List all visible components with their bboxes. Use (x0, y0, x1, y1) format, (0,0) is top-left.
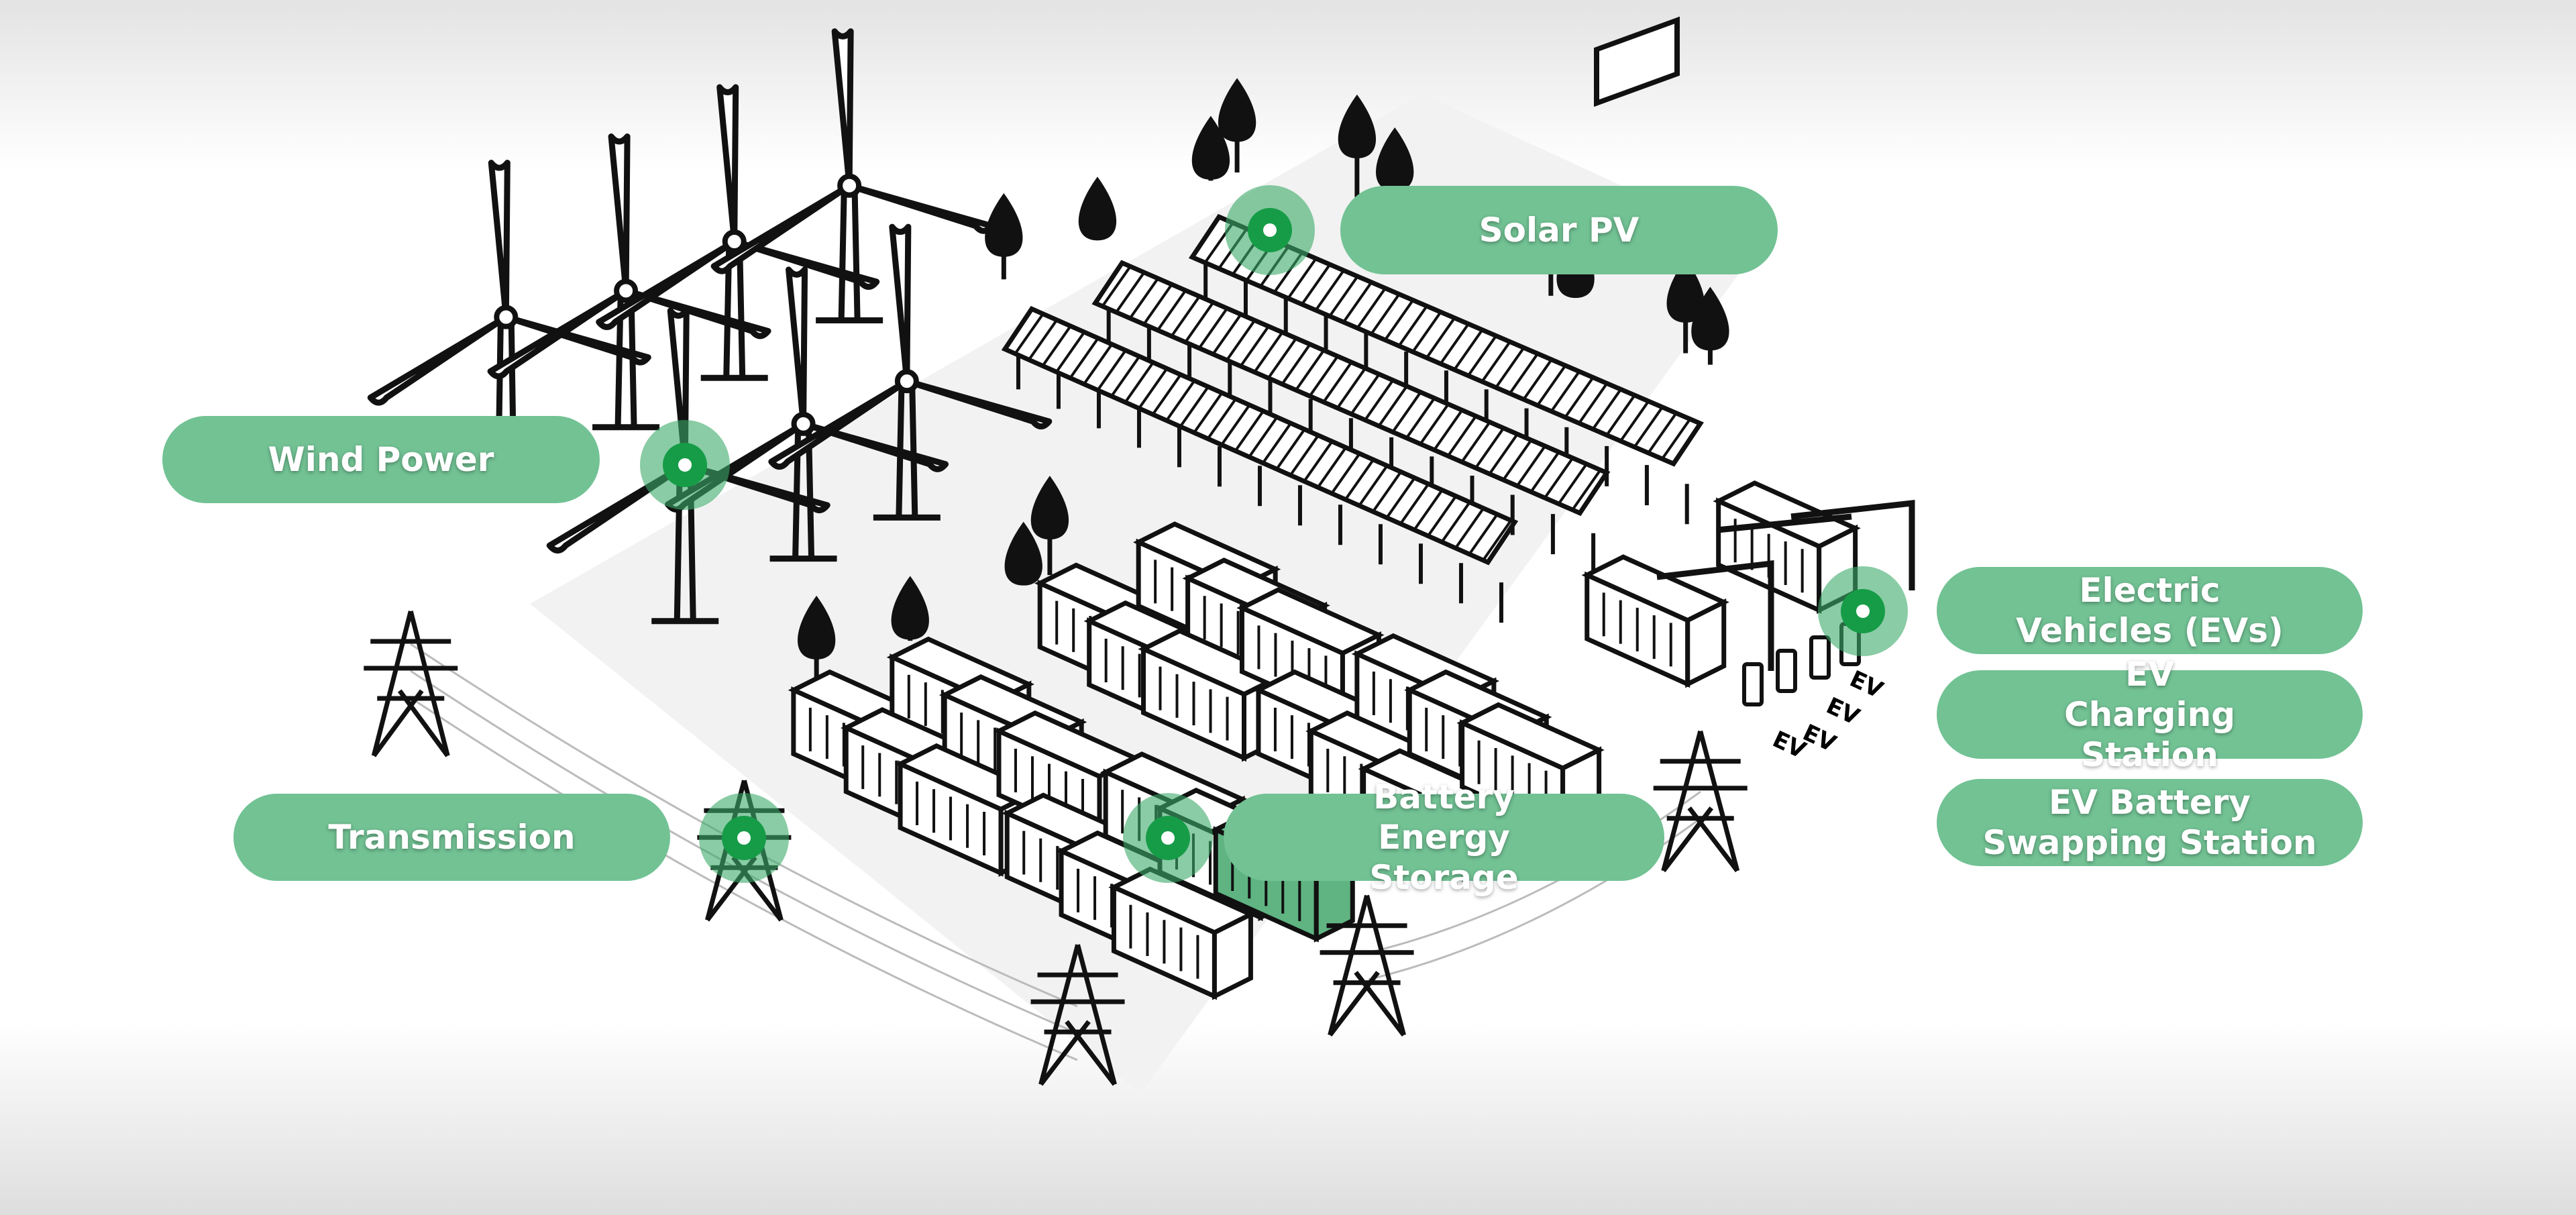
tree-crown (1078, 176, 1117, 241)
tree (1030, 476, 1069, 576)
turbine-hub (837, 173, 862, 198)
battery-container (1108, 866, 1256, 1000)
tree-crown (1376, 127, 1414, 191)
charger-mark: EV (1822, 692, 1864, 731)
tree-crown (1666, 258, 1705, 323)
turbine-blade (831, 28, 854, 189)
hotspot-ev[interactable] (1818, 566, 1908, 656)
transmission-tower (1653, 730, 1748, 873)
tree-crown (891, 576, 929, 640)
label-transmission[interactable]: Transmission (233, 794, 670, 881)
turbine-hub (614, 278, 639, 303)
battery-container (1581, 554, 1729, 688)
wind-turbine (487, 133, 771, 431)
solar-row (1001, 306, 1519, 623)
turbine-blade (768, 378, 910, 470)
tree (1191, 115, 1230, 181)
tree (1004, 521, 1042, 586)
turbine-blade (367, 314, 509, 406)
transmission-tower (1320, 894, 1414, 1037)
charger (1742, 662, 1764, 706)
turbine-blade (889, 223, 912, 384)
tower-frame (364, 611, 458, 757)
tree-crown (1030, 476, 1069, 540)
solar-panel (1001, 306, 1519, 566)
solar-panel (1188, 213, 1704, 467)
container-end (1212, 910, 1253, 1000)
tree-crown (1338, 94, 1377, 158)
hotspot-transmission[interactable] (699, 793, 789, 883)
tree (891, 576, 929, 641)
turbine-blade (904, 378, 1053, 430)
turbine-hub (894, 369, 919, 394)
tower-frame (1320, 894, 1414, 1037)
tower-frame (1030, 944, 1125, 1086)
tree-crown (1191, 115, 1230, 180)
turbine-blade (487, 287, 629, 380)
label-electric-vehicles[interactable]: Electric Vehicles (EVs) (1937, 567, 2363, 654)
turbine-blade (716, 84, 739, 245)
turbine-tower (873, 388, 941, 521)
wind-turbine (596, 84, 880, 381)
tower-frame (1653, 730, 1748, 873)
turbine-blade (488, 160, 511, 321)
turbine-blade (800, 421, 949, 472)
turbine-blade (846, 182, 995, 234)
solar-panel (1091, 260, 1611, 517)
tree-crown (1691, 286, 1729, 351)
canopy (1656, 499, 1915, 671)
tree-crown (797, 595, 836, 659)
tree (797, 595, 836, 679)
tree-crown (985, 193, 1023, 257)
tree (1666, 258, 1705, 354)
tree-crown (1004, 521, 1042, 586)
tree (985, 193, 1023, 280)
turbine-blade (596, 238, 738, 330)
label-wind-power[interactable]: Wind Power (162, 416, 600, 503)
transmission-tower (1030, 944, 1125, 1086)
solar-panel-rows (1001, 213, 1704, 623)
tree (1218, 78, 1256, 173)
turbine-hub (494, 305, 519, 329)
wind-turbine (768, 223, 1053, 521)
label-ev-charging-station[interactable]: EV Charging Station (1937, 655, 2363, 774)
turbine-tower (816, 192, 883, 324)
turbine-hub (791, 411, 816, 436)
turbine-blade (786, 266, 808, 427)
label-battery-energy-storage[interactable]: Battery Energy Storage (1224, 778, 1664, 897)
tree-crown (1218, 78, 1256, 142)
power-line (410, 696, 1078, 1061)
turbine-blade (623, 287, 771, 339)
turbine-blade (710, 182, 853, 274)
truck (1594, 16, 1680, 107)
hotspot-wind[interactable] (640, 420, 730, 510)
label-ev-battery-swapping-station[interactable]: EV Battery Swapping Station (1937, 779, 2363, 866)
hotspot-solar[interactable] (1225, 185, 1315, 275)
hotspot-battery[interactable] (1123, 793, 1213, 883)
charger (1776, 649, 1797, 693)
tree (1338, 94, 1377, 197)
transmission-tower (364, 611, 458, 757)
charger (1809, 635, 1831, 680)
turbine-blade (608, 133, 631, 294)
tree (1078, 176, 1117, 241)
wind-turbine (710, 28, 995, 324)
charger-mark: EV (1845, 666, 1887, 704)
label-solar-pv[interactable]: Solar PV (1340, 186, 1778, 274)
tree (1691, 286, 1729, 365)
container-end (1685, 598, 1727, 688)
